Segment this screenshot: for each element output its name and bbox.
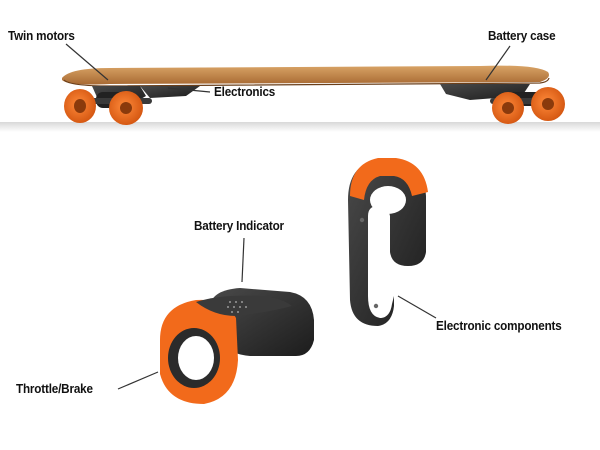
- electronics-housing: [140, 86, 200, 98]
- label-battery-case: Battery case: [488, 28, 556, 43]
- label-battery-indicator: Battery Indicator: [194, 218, 284, 233]
- label-twin-motors: Twin motors: [8, 28, 75, 43]
- label-electronics: Electronics: [214, 84, 276, 99]
- leader-electronics: [167, 87, 211, 93]
- leader-twin-motors: [65, 43, 109, 81]
- leader-throttle-brake: [117, 371, 159, 390]
- label-throttle-brake: Throttle/Brake: [16, 381, 93, 396]
- leader-battery-indicator: [241, 237, 245, 283]
- rear-wheels: [492, 87, 565, 124]
- leader-electronic-components: [397, 295, 437, 319]
- leader-lines: [65, 43, 511, 390]
- remote-upright: [348, 158, 428, 326]
- front-wheels: [64, 89, 143, 125]
- battery-indicator-dots: [227, 301, 247, 313]
- floor-shadow: [0, 122, 600, 132]
- leader-battery-case: [485, 45, 511, 81]
- label-electronic-components: Electronic components: [436, 318, 562, 333]
- skateboard: [62, 65, 565, 125]
- remote-lying: [160, 288, 314, 404]
- deck: [62, 65, 549, 85]
